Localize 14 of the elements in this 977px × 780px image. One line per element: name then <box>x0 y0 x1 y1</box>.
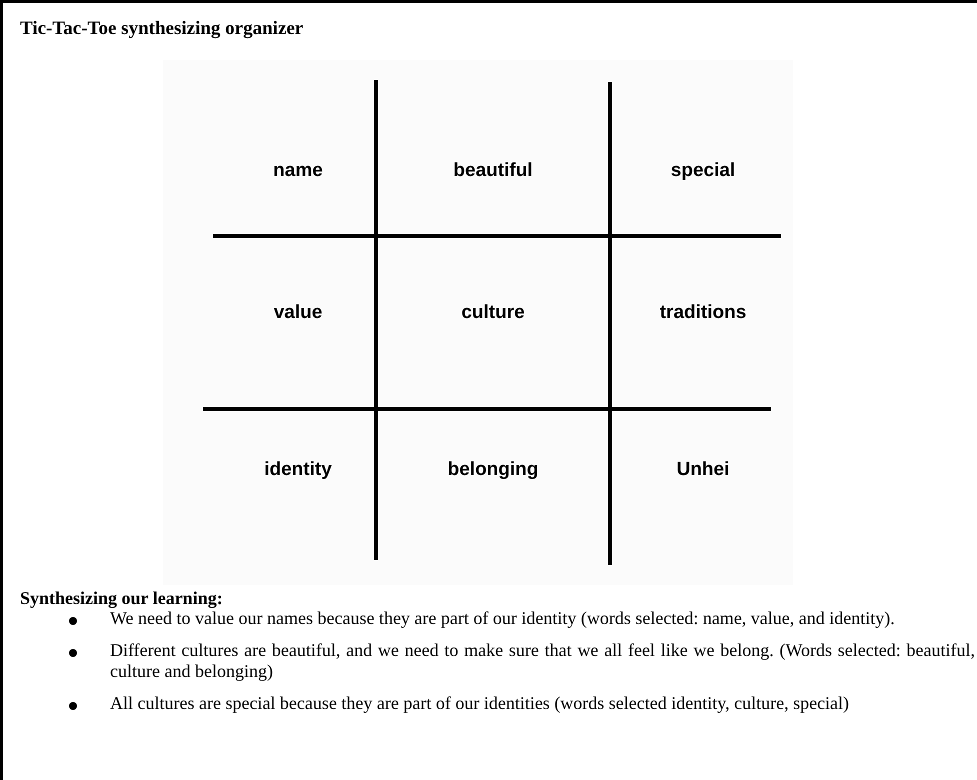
grid-word: traditions <box>660 302 746 324</box>
section-heading: Synthesizing our learning: <box>20 588 223 609</box>
grid-word: belonging <box>448 459 538 481</box>
bullet-text: We need to value our names because they are part of our identity (words selected: name, value, and identity). <box>110 608 896 629</box>
title: Tic-Tac-Toe synthesizing organizer <box>20 18 304 40</box>
bullet-text: All cultures are special because they are part of our identities (words selected identity, culture, special) <box>110 693 850 714</box>
grid-word: special <box>670 160 736 182</box>
grid-word: culture <box>461 302 525 324</box>
grid-word: Unhei <box>676 459 730 481</box>
bullet-text: Different cultures are beautiful, and we need to make sure that we all feel like we belong. (Words selected: beautiful, culture and belonging) <box>110 640 975 682</box>
grid-word: beautiful <box>453 160 533 182</box>
grid-word: name <box>273 160 323 182</box>
grid-word: identity <box>264 459 332 481</box>
grid-word: value <box>274 302 322 324</box>
